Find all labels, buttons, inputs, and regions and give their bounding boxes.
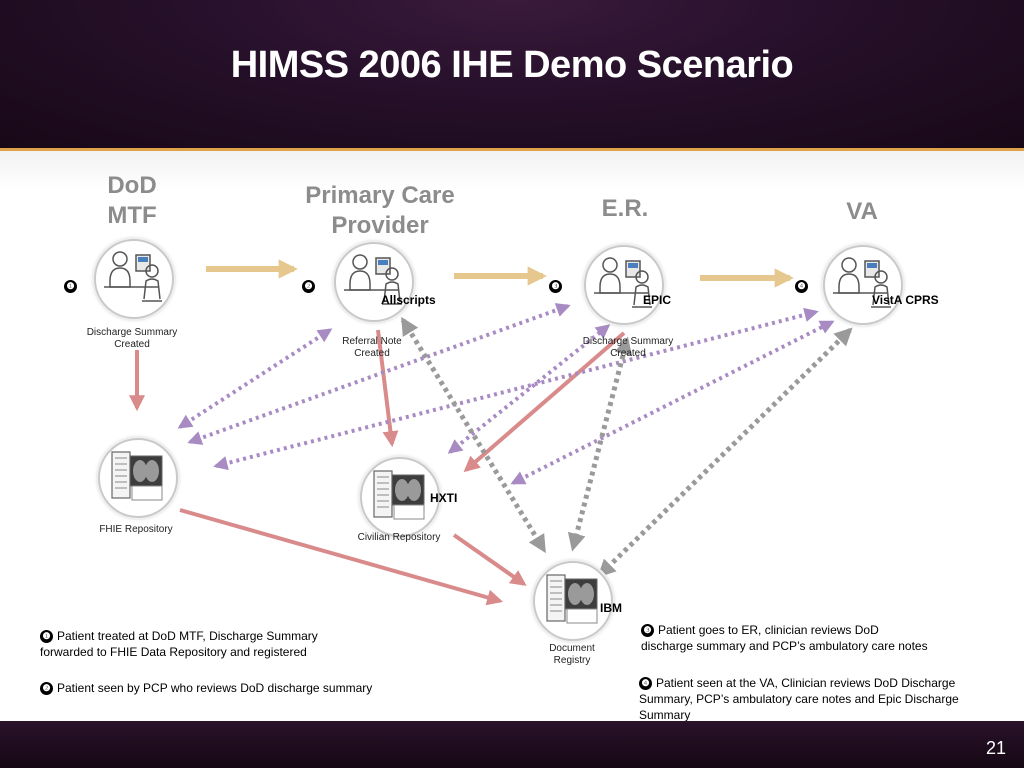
location-dod-mtf: DoD MTF: [107, 172, 157, 229]
register-arrow-hxti-ibm: [452, 533, 527, 586]
note-text: Patient seen by PCP who reviews DoD disc…: [57, 681, 373, 695]
slide-footer: [0, 721, 1024, 768]
note-text: Patient treated at DoD MTF, Discharge Su…: [40, 629, 318, 659]
clinician-icon-pcp: [334, 242, 414, 322]
slide-title: HIMSS 2006 IHE Demo Scenario: [230, 44, 794, 86]
query-arrow-pcp-fhie: [177, 328, 333, 429]
registry-icon-ibm: [533, 561, 613, 641]
register-arrow-fhie-ibm: [179, 508, 504, 606]
server-xray-icon: [373, 470, 425, 520]
repository-icon-fhie: [98, 438, 178, 518]
registry-query-pcp: [400, 316, 547, 554]
note-marker: ❹: [639, 677, 652, 690]
clinician-icon-va: [823, 245, 903, 325]
slide-header: [0, 0, 1024, 148]
query-arrow-va-fhie: [213, 307, 819, 471]
location-er: E.R.: [601, 195, 649, 222]
clinician-icon-dod: [94, 239, 174, 319]
clinician-at-desk-icon: [104, 251, 162, 302]
step-marker-1: ❶: [64, 280, 77, 293]
step-marker-4: ❹: [795, 280, 808, 293]
clinician-at-desk-icon: [833, 257, 891, 308]
repository-icon-civilian: [360, 457, 440, 537]
note-marker: ❸: [641, 624, 654, 637]
system-label-vista: VistA CPRS: [872, 293, 939, 307]
caption-dod-document: Discharge Summary Created: [86, 327, 178, 350]
note-step-2: ❷ Patient seen by PCP who reviews DoD dis…: [40, 680, 420, 696]
header-divider: [0, 148, 1024, 151]
system-label-ibm: IBM: [600, 601, 622, 615]
system-label-hxti: HXTI: [430, 491, 458, 505]
system-label-allscripts: Allscripts: [381, 293, 436, 307]
step-marker-2: ❷: [302, 280, 315, 293]
registry-query-va: [597, 327, 853, 578]
caption-document-registry: Document Registry: [549, 643, 595, 666]
clinician-at-desk-icon: [594, 257, 652, 308]
step-marker-3: ❸: [549, 280, 562, 293]
note-text: Patient goes to ER, clinician reviews Do…: [641, 623, 928, 653]
page-number: 21: [985, 738, 1006, 758]
location-va: VA: [846, 198, 878, 225]
server-xray-icon: [546, 574, 598, 624]
location-primary-care: Primary Care Provider: [305, 182, 455, 239]
clinician-icon-er: [584, 245, 664, 325]
note-text: Patient seen at the VA, Clinician review…: [639, 676, 959, 722]
clinician-at-desk-icon: [344, 254, 402, 305]
note-marker: ❶: [40, 630, 53, 643]
caption-fhie-repository: FHIE Repository: [99, 524, 173, 535]
system-label-epic: EPIC: [643, 293, 672, 307]
caption-civilian-repository: Civilian Repository: [357, 532, 441, 543]
note-marker: ❷: [40, 682, 53, 695]
query-arrow-er-fhie: [187, 303, 571, 445]
caption-er-document: Discharge Summary Created: [582, 336, 674, 359]
server-xray-icon: [111, 451, 163, 501]
caption-pcp-document: Referral Note Created: [342, 336, 402, 359]
